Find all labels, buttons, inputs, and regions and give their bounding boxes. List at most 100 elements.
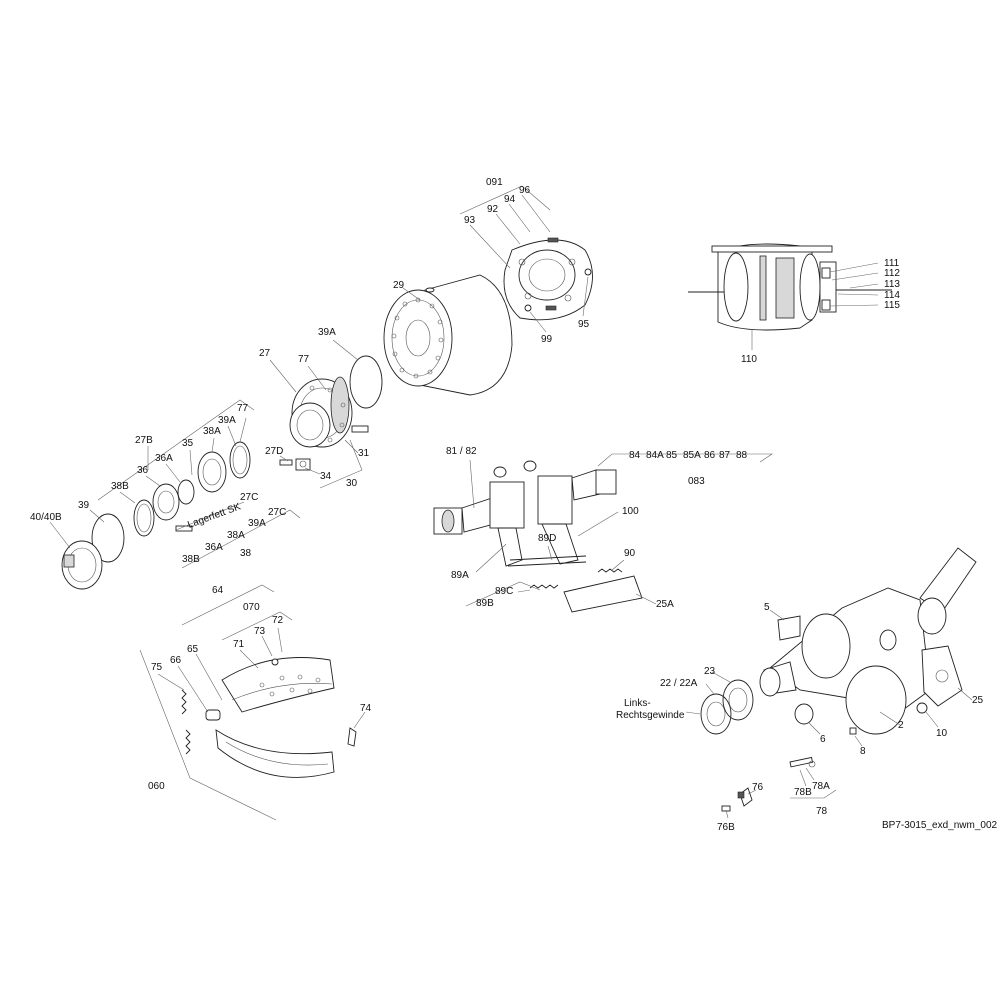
leader-35	[189, 449, 193, 476]
label-75: 75	[151, 662, 163, 673]
label-76b: 76B	[717, 822, 735, 833]
label-77: 77	[237, 403, 249, 414]
leader-78b	[799, 769, 807, 787]
nipple-8	[849, 727, 857, 735]
label-66: 66	[170, 655, 182, 666]
leader-39a-top	[332, 339, 359, 361]
label-27b: 27B	[135, 435, 153, 446]
leader-40	[49, 521, 71, 549]
leader-66	[177, 665, 209, 713]
label-85: 85	[666, 450, 678, 461]
leader-31	[344, 439, 359, 454]
label-38b-top: 38B	[111, 481, 129, 492]
seal-39	[91, 513, 125, 563]
bracket-64	[181, 584, 275, 626]
leader-74	[353, 711, 366, 729]
label-111: 111	[884, 258, 900, 269]
label-85a: 85A	[683, 450, 701, 461]
label-2222a: 22 / 22A	[660, 678, 698, 689]
label-39a-low: 39A	[248, 518, 266, 529]
chamber-leaders	[751, 262, 879, 350]
label-99: 99	[541, 334, 553, 345]
leader-36a-top	[165, 463, 181, 483]
label-74: 74	[360, 703, 372, 714]
label-31: 31	[358, 448, 370, 459]
label-88: 88	[736, 450, 748, 461]
leader-38a-top	[211, 437, 215, 453]
bracket-30	[319, 439, 363, 489]
label-40: 40/40B	[30, 512, 62, 523]
label-96: 96	[519, 185, 531, 196]
label-71: 71	[233, 639, 245, 650]
label-39a-top: 39A	[318, 327, 336, 338]
leader-36	[145, 475, 161, 487]
leader-5	[769, 609, 785, 621]
label-39a-mid: 39A	[218, 415, 236, 426]
bracket-38	[181, 509, 301, 569]
label-87: 87	[719, 450, 731, 461]
label-25a: 25A	[656, 599, 674, 610]
label-113: 113	[884, 279, 900, 290]
bracket-070	[221, 611, 293, 641]
label-90: 90	[624, 548, 636, 559]
leader-77-top	[307, 365, 327, 391]
label-8: 8	[860, 746, 866, 757]
label-lagerfett: Lagerfett SK	[186, 501, 242, 530]
label-38a-low: 38A	[227, 530, 245, 541]
label-10: 10	[936, 728, 948, 739]
label-92: 92	[487, 204, 499, 215]
brake-shoe-lower	[215, 729, 335, 778]
label-39: 39	[78, 500, 90, 511]
label-114: 114	[884, 290, 900, 301]
label-38: 38	[240, 548, 252, 559]
label-35: 35	[182, 438, 194, 449]
stud-and-nut	[279, 458, 311, 471]
label-93: 93	[464, 215, 476, 226]
label-25: 25	[972, 695, 984, 706]
leader-75	[157, 673, 185, 691]
label-94: 94	[504, 194, 516, 205]
leader-10	[925, 711, 939, 728]
leader-8	[854, 735, 863, 747]
leader-100	[577, 511, 619, 537]
abs-ring	[349, 355, 383, 409]
label-38a-top: 38A	[203, 426, 221, 437]
backplate-assembly	[503, 237, 593, 321]
leader-2	[879, 711, 901, 726]
label-links: Links-	[624, 698, 651, 709]
plug-6	[794, 703, 814, 725]
label-8182: 81 / 82	[446, 446, 477, 457]
leader-73	[261, 635, 273, 657]
leader-77	[239, 417, 247, 443]
label-070: 070	[243, 602, 260, 613]
label-6: 6	[820, 734, 826, 745]
label-95: 95	[578, 319, 590, 330]
label-36a-low: 36A	[205, 542, 223, 553]
brake-drum	[383, 274, 513, 396]
label-060: 060	[148, 781, 165, 792]
label-rechts: Rechtsgewinde	[616, 710, 685, 721]
label-38b-low: 38B	[182, 554, 200, 565]
leader-23	[711, 671, 731, 683]
shoe-roller-and-springs	[181, 689, 357, 755]
hub-cap	[61, 540, 103, 590]
leader-8182	[469, 459, 475, 509]
label-34: 34	[320, 471, 332, 482]
leader-27d	[279, 455, 289, 462]
leader-90	[611, 559, 625, 571]
label-78: 78	[816, 806, 828, 817]
leader-38b-top	[119, 491, 136, 504]
leader-39	[89, 509, 105, 523]
label-27c-b: 27C	[268, 507, 286, 518]
leader-39a-mid	[227, 425, 237, 447]
label-89c: 89C	[495, 586, 513, 597]
brake-shoe-upper	[221, 657, 335, 713]
label-5: 5	[764, 602, 770, 613]
label-72: 72	[272, 615, 284, 626]
label-083: 083	[688, 476, 705, 487]
label-112: 112	[884, 268, 900, 279]
leader-2222a	[705, 683, 715, 695]
label-30: 30	[346, 478, 358, 489]
leader-34	[304, 467, 321, 475]
